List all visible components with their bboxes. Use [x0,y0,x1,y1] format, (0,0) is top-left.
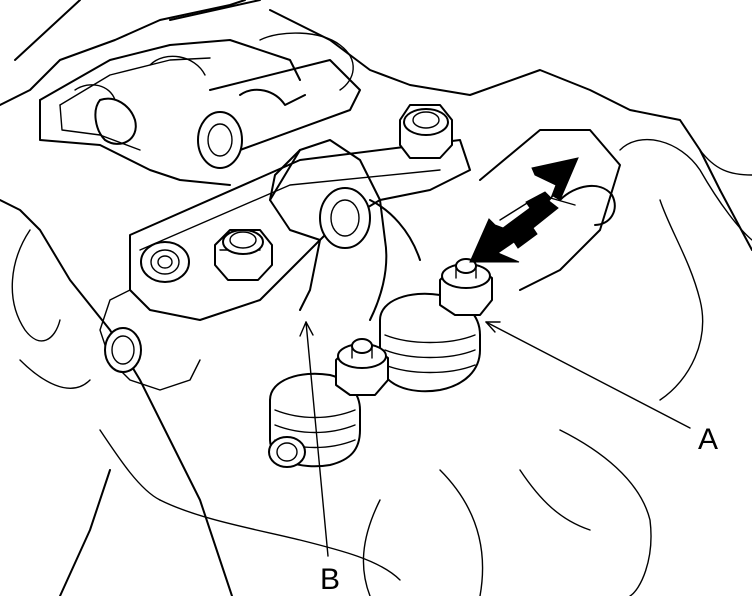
lower-bolt [268,436,306,468]
callout-label-b: B [320,563,340,596]
camshaft [149,0,361,169]
holder-bolt-top [399,104,453,159]
rocker-arm [269,139,421,321]
adjusting-screw-a [439,258,493,316]
adjusting-screw-b [335,338,389,396]
holder-bolt-center [214,229,273,281]
callout-label-a: A [698,423,718,456]
camshaft-holder [39,39,471,391]
adjust-direction-arrow [469,157,579,263]
holder-bolt-left [140,241,190,283]
leader-lines [299,321,691,557]
